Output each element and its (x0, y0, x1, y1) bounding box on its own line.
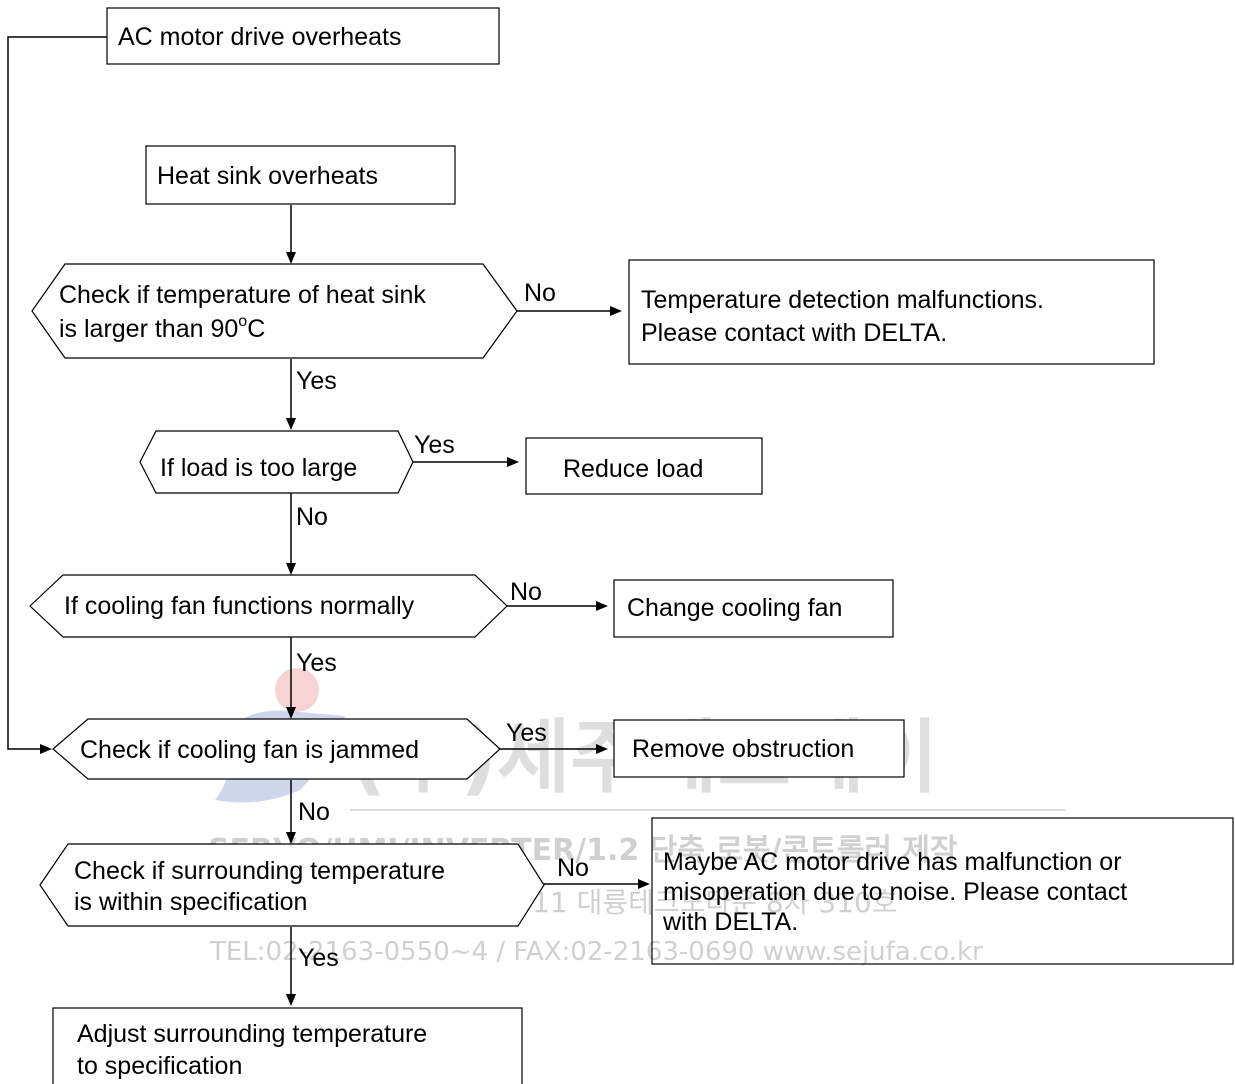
node-adjust-temp: Adjust surrounding temperature to specif… (52, 1007, 523, 1084)
edge-label-temp-no: No (524, 279, 556, 307)
node-label: Reduce load (563, 455, 703, 483)
node-temp-malfunction: Temperature detection malfunctions. Plea… (628, 259, 1155, 365)
edge-label-fan-no: No (510, 578, 542, 606)
arrowhead (286, 563, 296, 575)
edge-label-fan-yes: Yes (296, 649, 337, 677)
arrowhead (286, 994, 296, 1006)
node-label-line2: to specification (77, 1052, 242, 1080)
edge-label-load-no: No (296, 503, 328, 531)
edge-label-jam-yes: Yes (506, 719, 547, 747)
node-heatsink-overheat: Heat sink overheats (145, 145, 456, 205)
connector-ac-to-jammed (7, 36, 107, 750)
edge-label-load-yes: Yes (414, 431, 455, 459)
node-label: If load is too large (160, 454, 357, 482)
label-text: is larger than 90 (59, 315, 238, 343)
watermark-line3: TEL:02-2163-0550~4 / FAX:02-2163-0690 ww… (209, 937, 983, 967)
edge-labels: No Yes Yes No No Yes Yes No No Yes (296, 279, 589, 972)
node-label: AC motor drive overheats (118, 23, 401, 51)
degree-sign: o (238, 313, 247, 330)
arrowhead (507, 457, 519, 467)
node-label-line1: Check if temperature of heat sink (59, 281, 426, 309)
node-reduce-load: Reduce load (525, 437, 763, 495)
node-label-line3: with DELTA. (662, 908, 798, 936)
edge-label-surr-yes: Yes (298, 944, 339, 972)
arrowhead (40, 744, 52, 754)
arrowhead (286, 832, 296, 844)
arrowhead (286, 707, 296, 719)
node-label-line2: is within specification (74, 888, 307, 916)
node-label-line2: is larger than 90oC (59, 313, 265, 343)
node-label-line1: Maybe AC motor drive has malfunction or (663, 848, 1122, 876)
decision-surrounding-temp: Check if surrounding temperature is with… (39, 843, 545, 927)
node-remove-obstruction: Remove obstruction (613, 719, 905, 778)
node-ac-overheat: AC motor drive overheats (106, 7, 500, 65)
node-label: Remove obstruction (632, 735, 854, 763)
edge-label-surr-no: No (557, 854, 589, 882)
decision-fan-jammed: Check if cooling fan is jammed (52, 718, 501, 780)
arrowhead (610, 306, 622, 316)
node-label-line1: Temperature detection malfunctions. (641, 286, 1044, 314)
node-label: Change cooling fan (627, 594, 842, 622)
node-label: Heat sink overheats (157, 162, 378, 190)
node-label-line2: Please contact with DELTA. (641, 319, 947, 347)
arrowhead (638, 879, 650, 889)
node-label: If cooling fan functions normally (64, 592, 415, 620)
node-label: Check if cooling fan is jammed (80, 736, 419, 764)
node-maybe-malfunction: Maybe AC motor drive has malfunction or … (651, 817, 1234, 965)
decision-fan-normal: If cooling fan functions normally (29, 574, 508, 638)
decision-check-temp: Check if temperature of heat sink is lar… (31, 263, 518, 359)
unit-label: C (247, 315, 265, 343)
node-change-fan: Change cooling fan (613, 579, 894, 638)
arrowhead (596, 601, 608, 611)
arrowhead (596, 744, 608, 754)
node-label-line1: Adjust surrounding temperature (77, 1020, 427, 1048)
node-label-line1: Check if surrounding temperature (74, 857, 445, 885)
edge-label-temp-yes: Yes (296, 367, 337, 395)
node-label-line2: misoperation due to noise. Please contac… (663, 878, 1127, 906)
connectors (7, 36, 650, 1006)
decision-load-large: If load is too large (139, 430, 414, 494)
arrowhead (286, 418, 296, 430)
edge-label-jam-no: No (298, 798, 330, 826)
arrowhead (286, 252, 296, 264)
